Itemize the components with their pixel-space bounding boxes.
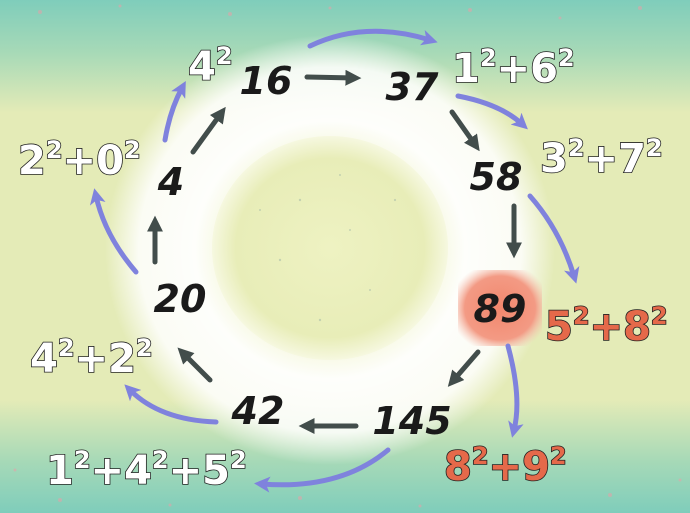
node-89-highlight: [458, 270, 542, 346]
arrow-exp-4-to-16: [162, 80, 186, 143]
arrow-exp-89-to-145: [505, 343, 524, 438]
node-89: 89: [474, 287, 527, 331]
background-speckles: [13, 4, 682, 508]
ring-core: [212, 136, 448, 360]
expansion-42: 12+42+52: [46, 446, 247, 494]
arrow-4-to-16: [190, 106, 226, 155]
arrow-exp-37-to-58: [455, 93, 528, 130]
arrow-exp-145-to-42: [254, 447, 391, 493]
arrow-42-to-20: [177, 347, 213, 383]
cycle-nodes: 4 16 37 58 89 145 42 20: [154, 59, 527, 443]
core-speckles: [259, 174, 397, 322]
expansion-37: 12+62: [452, 44, 575, 92]
expansion-20: 42+22: [30, 334, 153, 382]
node-16: 16: [240, 59, 293, 103]
expansion-89: 52+82: [545, 302, 668, 350]
node-4: 4: [157, 160, 184, 204]
arrow-exp-20-to-4: [89, 188, 139, 275]
cycle-arrows: [146, 69, 523, 435]
expansion-58: 32+72: [540, 134, 663, 182]
expansion-4: 22+02: [18, 136, 141, 184]
arrow-exp-16-to-37: [307, 28, 438, 49]
arrow-16-to-37: [304, 69, 362, 86]
arrow-37-to-58: [449, 109, 480, 152]
arrow-exp-42-to-20: [124, 384, 219, 425]
expansion-arrows: [89, 28, 580, 493]
node-58: 58: [470, 155, 523, 199]
expansion-145: 82+92: [444, 442, 567, 490]
arrow-exp-58-to-89: [527, 193, 580, 284]
node-145: 145: [372, 399, 451, 443]
expansion-16: 42: [188, 42, 233, 90]
node-20: 20: [154, 277, 207, 321]
node-42: 42: [231, 389, 285, 433]
node-37: 37: [386, 65, 439, 109]
expansions: 42 12+62 32+72 52+82 82+92 12+42+52 42+2…: [17, 41, 668, 495]
arrow-89-to-145: [447, 349, 481, 387]
